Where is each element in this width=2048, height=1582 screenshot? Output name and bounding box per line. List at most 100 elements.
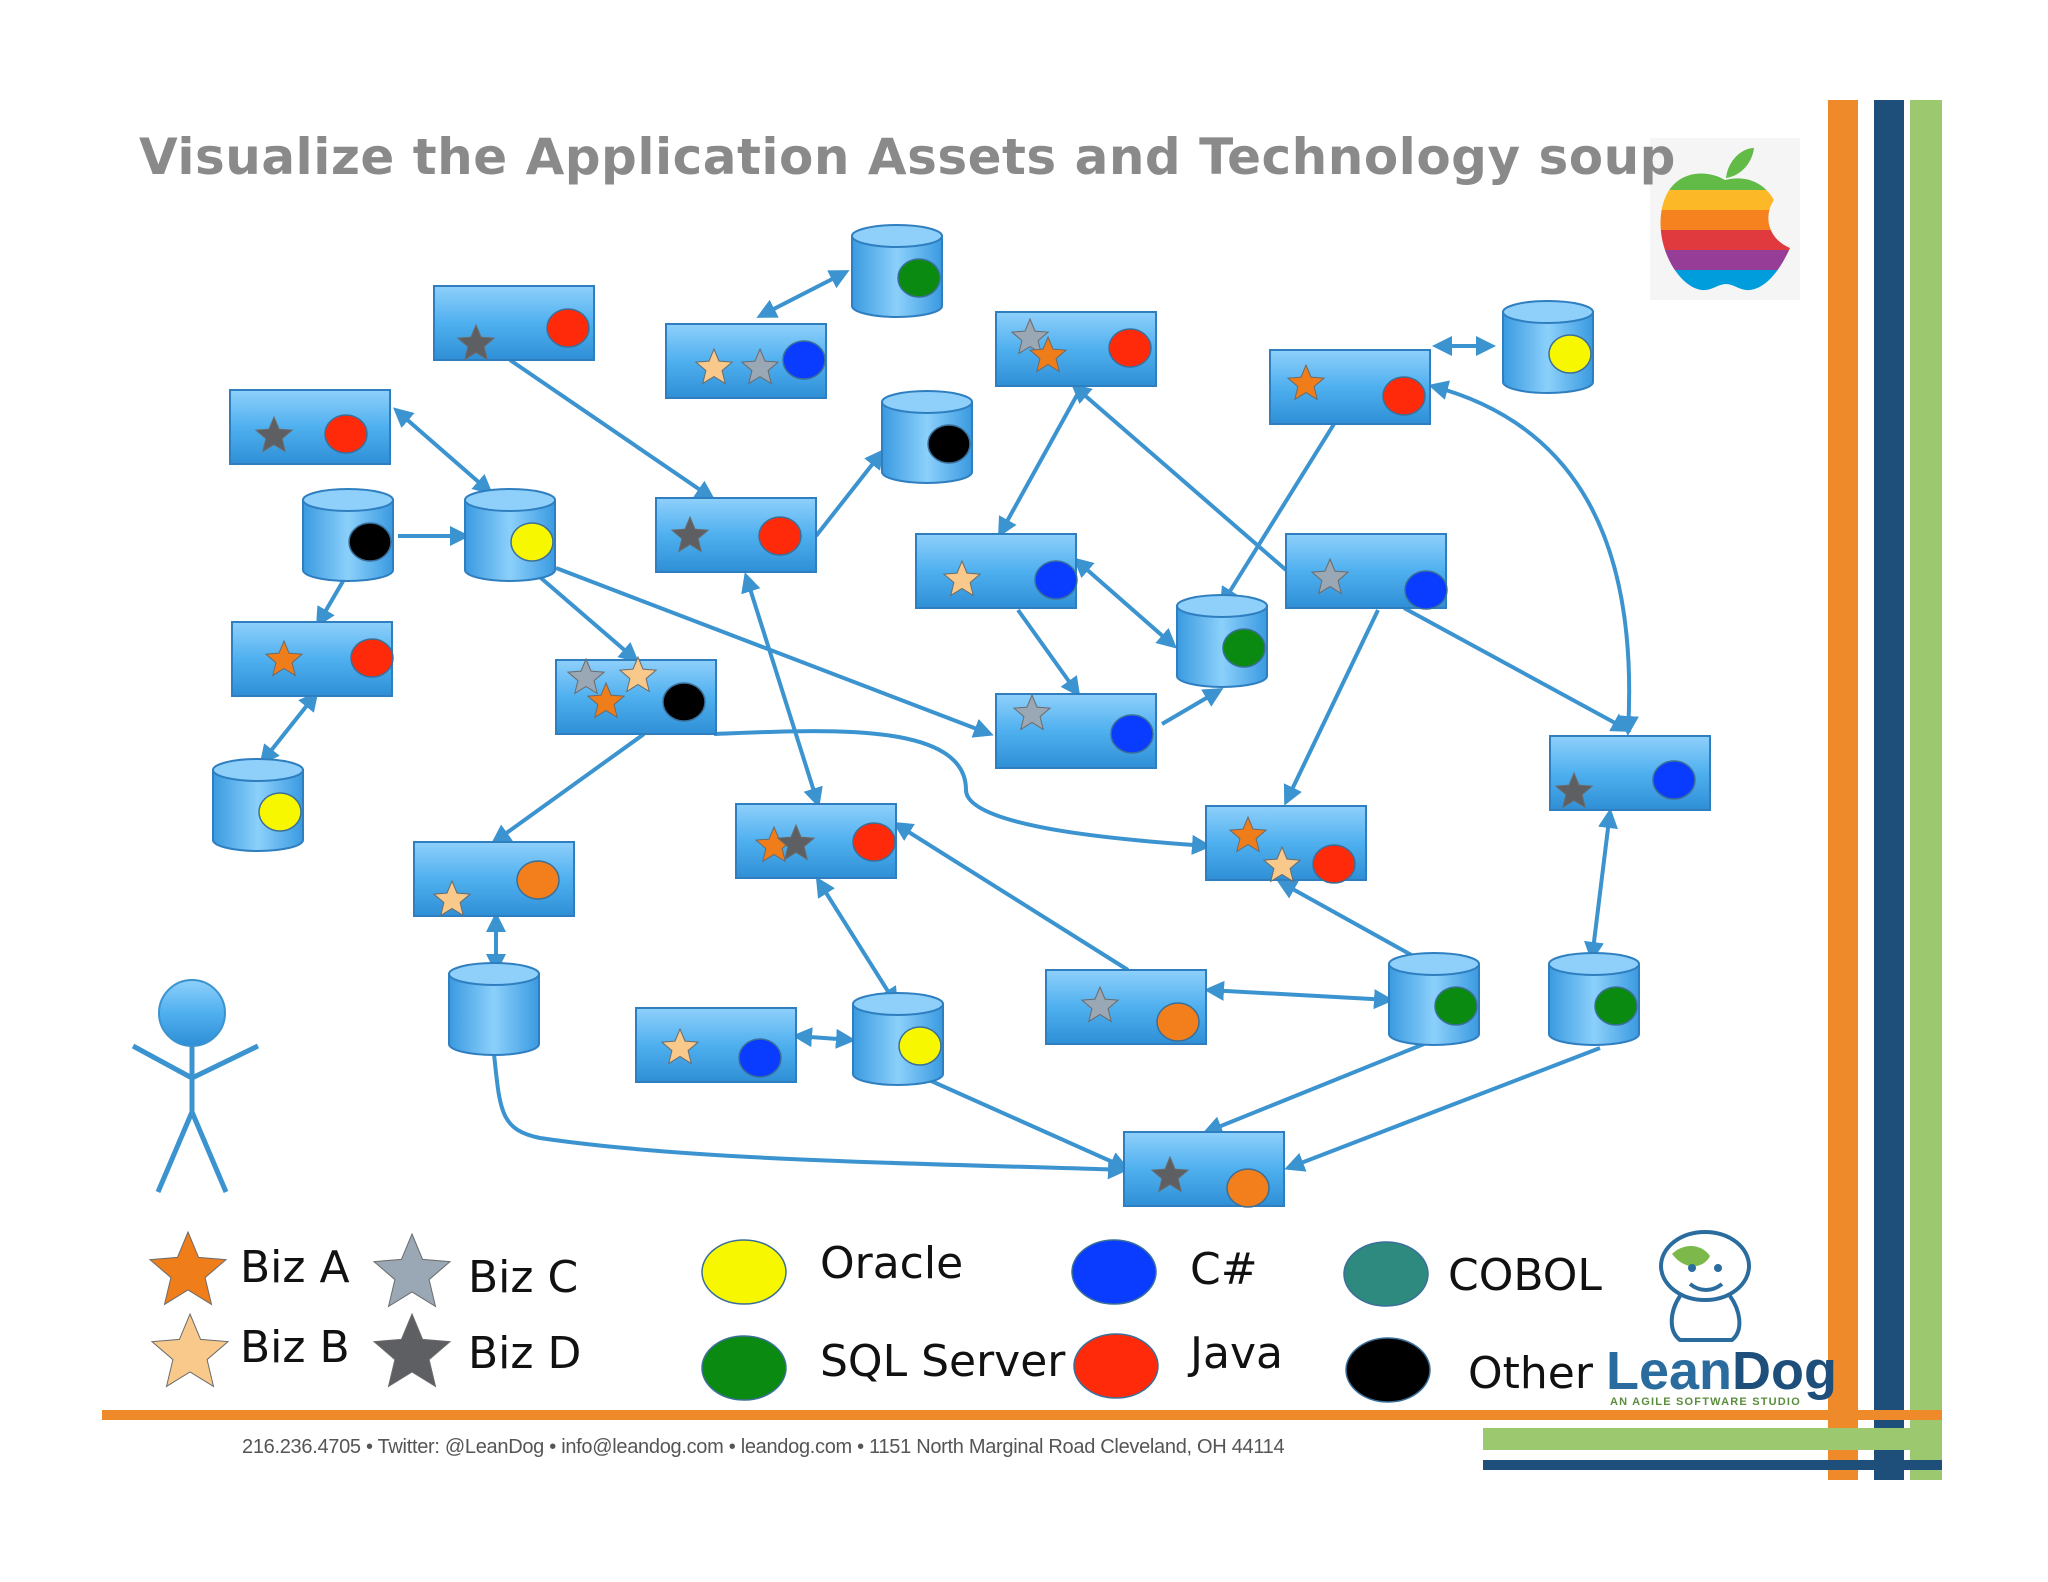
legend-dot-java xyxy=(1073,1333,1159,1399)
application-box xyxy=(413,841,575,917)
application-box xyxy=(1123,1131,1285,1208)
star-biz-a xyxy=(264,639,304,677)
tech-dot-oracle xyxy=(258,792,302,832)
tech-dot-orange xyxy=(1156,1002,1200,1042)
database-cylinder xyxy=(212,758,304,852)
tech-dot-java xyxy=(1312,844,1356,884)
tech-dot-orange xyxy=(1226,1168,1270,1208)
connection-arrow xyxy=(756,270,850,318)
star-biz-a xyxy=(1028,335,1068,373)
leandog-wordmark-lean: Lean xyxy=(1606,1341,1733,1401)
legend-star-biz-d xyxy=(372,1312,452,1388)
legend-label-biz-c: Biz C xyxy=(468,1252,579,1303)
application-box xyxy=(555,655,717,735)
legend-label-cobol: COBOL xyxy=(1448,1250,1602,1301)
connection-arrow xyxy=(315,574,348,628)
leandog-tagline: AN AGILE SOFTWARE STUDIO xyxy=(1610,1396,1801,1408)
legend-star-biz-c xyxy=(372,1232,452,1308)
application-box xyxy=(655,497,817,573)
connections xyxy=(259,270,1639,1180)
connection-arrow xyxy=(919,1074,1130,1171)
page-title: Visualize the Application Assets and Tec… xyxy=(139,128,1676,186)
tech-dot-csharp xyxy=(738,1038,782,1078)
tech-dot-java xyxy=(1108,328,1152,368)
tech-dot-java xyxy=(546,308,590,348)
stripe-navy-horizontal xyxy=(1483,1460,1942,1470)
database-cylinder-top xyxy=(302,488,394,512)
tech-dot-java xyxy=(758,516,802,556)
connection-arrow xyxy=(1284,1046,1601,1172)
connection-arrow xyxy=(1283,609,1380,806)
star-biz-b xyxy=(694,347,734,385)
tech-dot-orange xyxy=(516,860,560,900)
tech-dot-csharp xyxy=(1652,760,1696,800)
connection-arrow xyxy=(1584,808,1618,962)
database-cylinder-top xyxy=(1176,594,1268,618)
legend-label-csharp: C# xyxy=(1190,1244,1258,1295)
legend-label-java: Java xyxy=(1190,1328,1283,1379)
connection-arrow xyxy=(532,570,640,663)
database-cylinder xyxy=(852,992,944,1086)
star-biz-d xyxy=(456,323,496,361)
database-cylinder-top xyxy=(464,488,556,512)
tech-dot-csharp xyxy=(1110,714,1154,754)
star-biz-a xyxy=(586,681,626,719)
star-biz-b xyxy=(432,879,472,917)
tech-dot-other xyxy=(927,424,971,464)
application-box xyxy=(915,533,1078,609)
star-biz-b xyxy=(1262,845,1302,883)
application-box xyxy=(1285,533,1448,610)
star-biz-c xyxy=(1012,693,1052,731)
database-cylinder xyxy=(1502,300,1594,394)
leandog-bulldog-logo xyxy=(1659,1230,1751,1342)
connection-arrow xyxy=(792,1027,856,1049)
tech-dot-oracle xyxy=(1548,334,1592,374)
application-box xyxy=(1549,735,1711,811)
connection-arrow xyxy=(1202,1042,1425,1136)
tech-dot-oracle xyxy=(510,522,554,562)
application-box xyxy=(433,285,595,361)
legend-label-biz-a: Biz A xyxy=(240,1242,350,1293)
star-biz-c xyxy=(740,347,780,385)
tech-dot-csharp xyxy=(782,340,826,380)
database-cylinder xyxy=(1548,952,1640,1046)
tech-dot-other xyxy=(348,522,392,562)
database-cylinder xyxy=(851,224,943,318)
database-cylinder xyxy=(1388,952,1480,1046)
application-box xyxy=(635,1007,797,1083)
connection-arrow xyxy=(1072,557,1178,649)
connection-arrow xyxy=(1276,880,1425,964)
database-cylinder-top xyxy=(212,758,304,782)
connection-arrow xyxy=(1070,383,1288,572)
database-cylinder xyxy=(464,488,556,582)
tech-dot-sql-server xyxy=(1594,986,1638,1026)
database-cylinder-top xyxy=(851,224,943,248)
legend-dot-sql-server xyxy=(701,1335,787,1401)
database-cylinder-top xyxy=(1388,952,1480,976)
connection-arrow xyxy=(892,821,1130,972)
footer-contact: 216.236.4705 • Twitter: @LeanDog • info@… xyxy=(242,1436,1285,1458)
connection-arrow xyxy=(741,572,823,808)
tech-dot-sql-server xyxy=(897,258,941,298)
application-box xyxy=(1045,969,1207,1045)
connection-arrow xyxy=(1428,380,1639,736)
connection-arrow xyxy=(492,1053,1128,1180)
legend-dot-oracle xyxy=(701,1239,787,1305)
database-cylinder-top xyxy=(448,962,540,986)
database-cylinder xyxy=(1176,594,1268,688)
legend-label-biz-b: Biz B xyxy=(240,1322,350,1373)
star-biz-d xyxy=(1150,1155,1190,1193)
star-biz-c xyxy=(1010,317,1050,355)
database-cylinder-body xyxy=(448,973,540,1056)
connection-arrow xyxy=(998,385,1084,538)
database-cylinder xyxy=(448,962,540,1056)
nodes xyxy=(212,224,1711,1208)
legend-star-biz-b xyxy=(150,1312,230,1388)
connection-arrow xyxy=(1016,608,1081,698)
star-biz-d xyxy=(670,515,710,553)
application-box xyxy=(1269,349,1431,425)
connection-arrow xyxy=(259,690,319,766)
legend-label-oracle: Oracle xyxy=(820,1238,964,1289)
user-stick-figure-icon xyxy=(131,979,260,1193)
